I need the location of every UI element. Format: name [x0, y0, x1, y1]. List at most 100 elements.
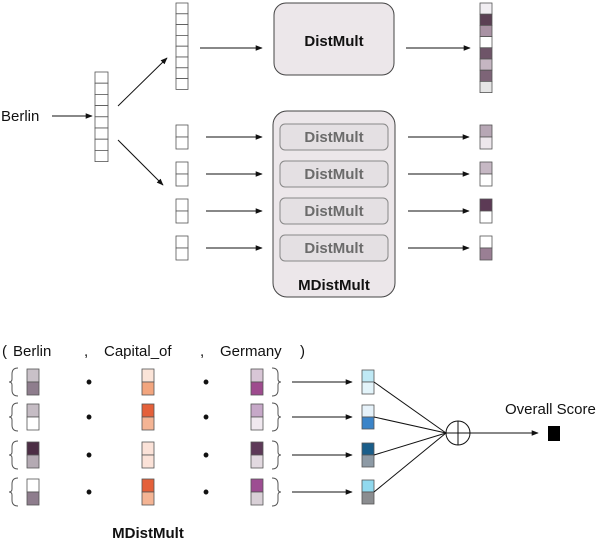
sub-embedding-cell: [175, 124, 189, 138]
relation-sub-vector: [141, 478, 155, 506]
berlin-sub-vector: [26, 478, 40, 506]
big-output-vector-cell: [479, 81, 493, 94]
row-result-vector-cell: [361, 369, 375, 383]
sub-output-vector-cell: [479, 247, 493, 261]
right-bracket: [271, 440, 282, 470]
input-vector-cell: [94, 94, 109, 107]
germany-sub-vector-cell: [250, 478, 264, 493]
combine-line: [373, 416, 447, 434]
sub-embedding: [175, 124, 189, 150]
big-output-vector-cell: [479, 36, 493, 49]
germany-sub-vector: [250, 368, 264, 396]
small-distmult-box: [279, 197, 389, 225]
triple-score-rows: ••••••••: [8, 367, 447, 507]
row-result-vector: [361, 404, 375, 430]
multiply-dot: •: [86, 482, 92, 502]
germany-sub-vector-cell: [250, 454, 264, 469]
relation-sub-vector-cell: [141, 381, 155, 396]
big-output-vector-cell: [479, 58, 493, 71]
relation-sub-vector-cell: [141, 441, 155, 456]
sub-model-row: DistMult: [175, 160, 493, 188]
sub-embedding: [175, 198, 189, 224]
sub-output-vector: [479, 235, 493, 261]
triple-open-paren: (: [2, 343, 7, 360]
berlin-sub-vector: [26, 368, 40, 396]
row-result-vector: [361, 442, 375, 468]
sub-embedding-cell: [175, 210, 189, 224]
sub-embedding-cell: [175, 161, 189, 175]
small-distmult-label: DistMult: [304, 240, 363, 257]
sub-output-vector-cell: [479, 210, 493, 224]
row-result-vector: [361, 479, 375, 505]
input-vector-cell: [94, 149, 109, 162]
triple-comma2: ,: [200, 343, 204, 360]
big-output-vector-cell: [479, 47, 493, 60]
full-embedding-vector: [175, 2, 189, 90]
sub-model-row: DistMult: [175, 197, 493, 225]
germany-sub-vector: [250, 403, 264, 431]
triple-row: ••: [8, 367, 447, 434]
berlin-sub-vector: [26, 441, 40, 469]
overall-score-label: Overall Score: [505, 401, 596, 418]
multiply-dot: •: [203, 407, 209, 427]
circle-plus-icon: [445, 420, 471, 446]
relation-sub-vector-cell: [141, 403, 155, 418]
small-distmult-label: DistMult: [304, 203, 363, 220]
berlin-sub-vector-cell: [26, 478, 40, 493]
upper-vector-cell: [175, 35, 189, 47]
big-distmult-label: DistMult: [304, 33, 363, 50]
multiply-dot: •: [86, 372, 92, 392]
sub-embedding-cell: [175, 198, 189, 212]
relation-sub-vector-cell: [141, 368, 155, 383]
berlin-sub-vector-cell: [26, 416, 40, 431]
sub-output-vector-cell: [479, 161, 493, 175]
row-result-vector-cell: [361, 491, 375, 505]
sub-model-row: DistMult: [175, 123, 493, 151]
sub-output-vector-cell: [479, 235, 493, 249]
multiply-dot: •: [86, 445, 92, 465]
input-embedding-vector: [94, 71, 109, 162]
germany-sub-vector: [250, 478, 264, 506]
right-bracket: [271, 477, 282, 507]
big-output-vector: [479, 2, 493, 94]
row-result-vector-cell: [361, 381, 375, 395]
upper-vector-cell: [175, 56, 189, 69]
multiply-dot: •: [86, 407, 92, 427]
input-vector-cell: [94, 71, 109, 84]
bottom-mdistmult-label: MDistMult: [112, 525, 184, 542]
germany-sub-vector-cell: [250, 491, 264, 506]
triple-entity1: Berlin: [13, 343, 51, 360]
germany-sub-vector: [250, 441, 264, 469]
left-bracket: [8, 477, 19, 507]
triple-comma1: ,: [84, 343, 88, 360]
row-result-vector-cell: [361, 404, 375, 418]
berlin-sub-vector-cell: [26, 454, 40, 469]
sub-embedding: [175, 235, 189, 261]
row-result-vector-cell: [361, 442, 375, 456]
sub-embedding-cell: [175, 235, 189, 249]
triple-entity2: Germany: [220, 343, 282, 360]
big-output-vector-cell: [479, 2, 493, 15]
combine-line: [373, 381, 447, 434]
germany-sub-vector-cell: [250, 441, 264, 456]
combine-line: [373, 432, 447, 493]
sub-model-row: DistMult: [175, 234, 493, 262]
input-vector-cell: [94, 105, 109, 118]
multiply-dot: •: [203, 445, 209, 465]
germany-sub-vector-cell: [250, 368, 264, 383]
overall-score-box: [548, 426, 560, 441]
sub-output-vector-cell: [479, 136, 493, 150]
berlin-sub-vector-cell: [26, 368, 40, 383]
big-output-vector-cell: [479, 13, 493, 26]
upper-vector-cell: [175, 2, 189, 15]
berlin-sub-vector-cell: [26, 403, 40, 418]
small-distmult-box: [279, 123, 389, 151]
upper-vector: [175, 2, 189, 90]
upper-vector-cell: [175, 67, 189, 80]
small-distmult-box: [279, 160, 389, 188]
big-output-vector-cell: [479, 24, 493, 37]
row-result-vector-cell: [361, 479, 375, 493]
row-result-vector: [361, 369, 375, 395]
